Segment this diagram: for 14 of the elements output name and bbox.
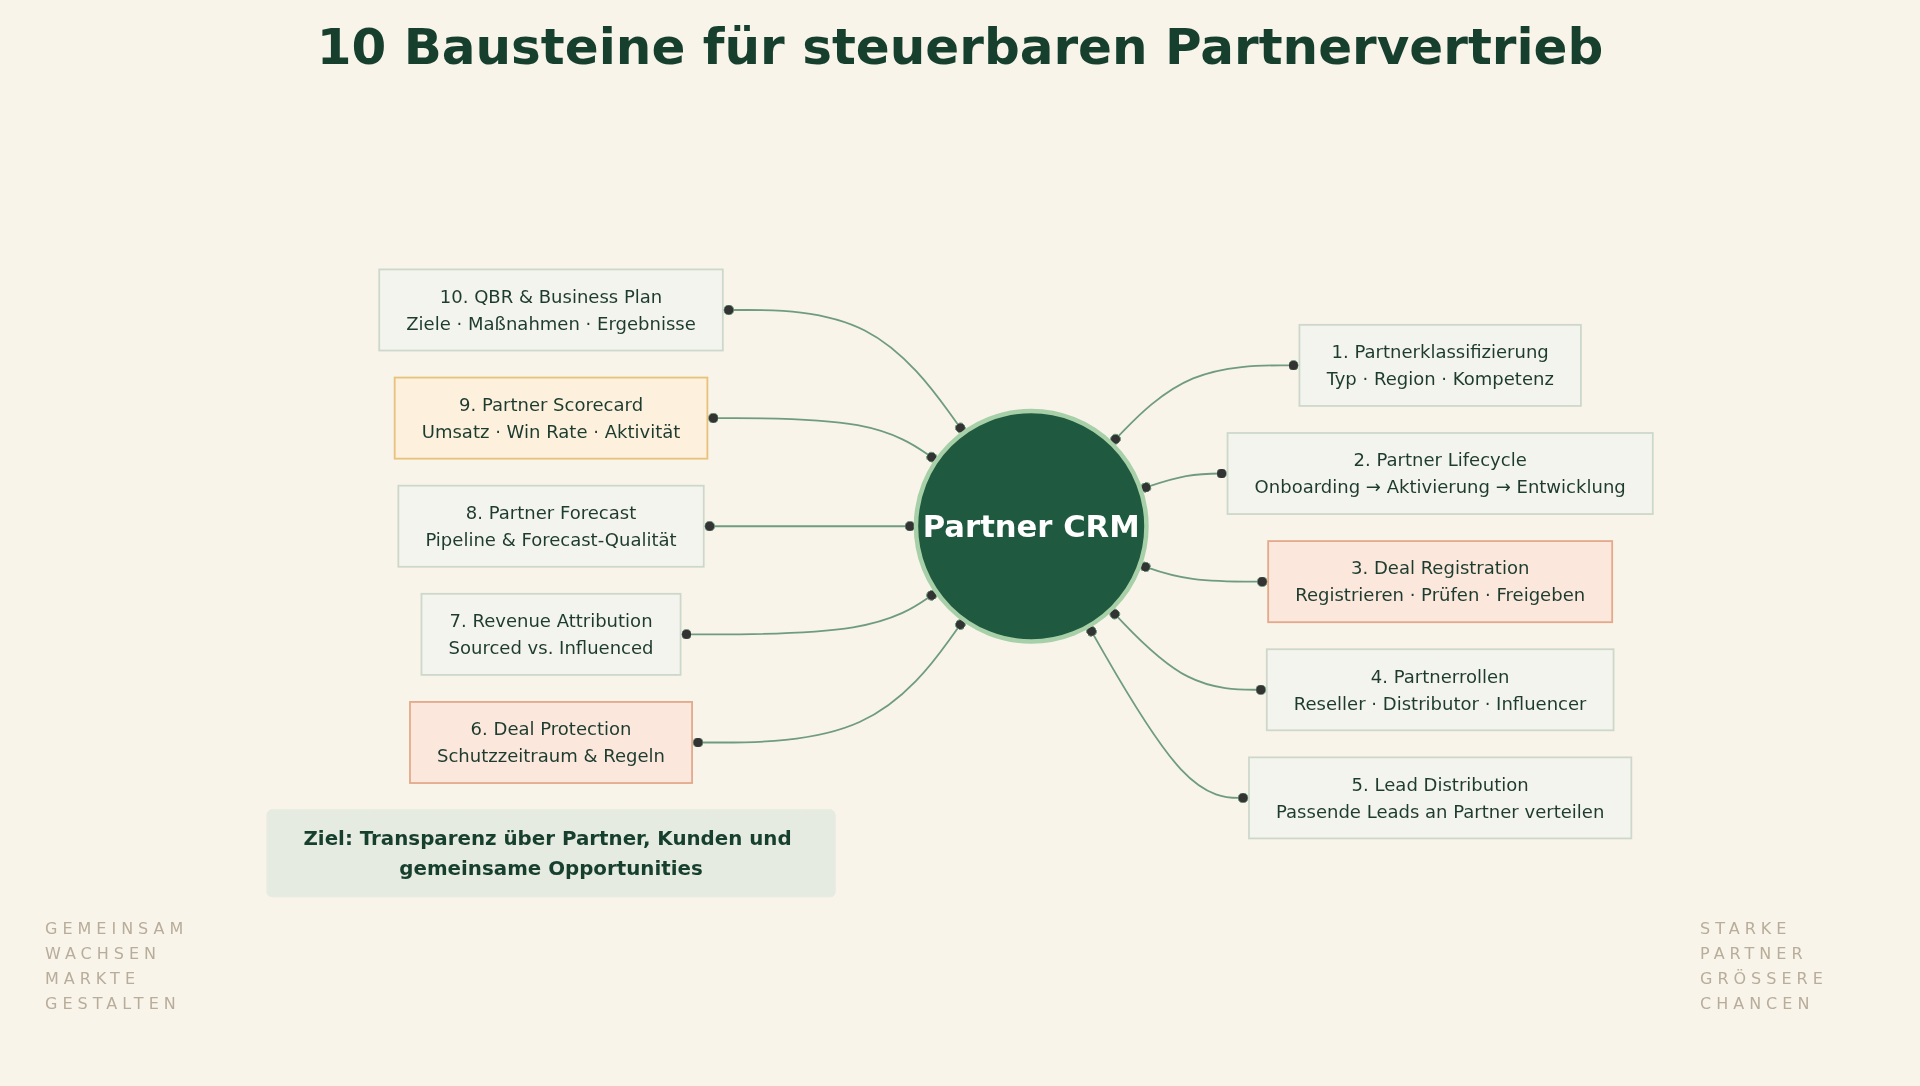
node-box: 6. Deal Protection Schutzzeitraum & Regeln (409, 701, 693, 784)
node-box: 9. Partner Scorecard Umsatz · Win Rate · Aktivität (393, 376, 709, 460)
node-box: 5. Lead Distribution Passende Leads an Partner verteilen (1248, 756, 1633, 840)
node-box: 10. QBR & Business Plan Ziele · Maßnahmen · Ergebnisse (378, 268, 724, 352)
node-box: 3. Deal Registration Registrieren · Prüfen · Freigeben (1267, 540, 1614, 624)
node-box: 8. Partner Forecast Pipeline & Forecast-Qualität (397, 484, 705, 568)
tagline: STARKE PARTNER GRÖSSERE CHANCEN (1700, 918, 1829, 1015)
node-box: 1. Partnerklassifizierung Typ · Region · Kompetenz (1298, 323, 1582, 407)
node-box: 7. Revenue Attribution Sourced vs. Influenced (420, 592, 682, 676)
title: 10 Bausteine für steuerbaren Partnervertrieb (315, 18, 1605, 76)
node-box: 4. Partnerrollen Reseller · Distributor · Influencer (1265, 648, 1615, 732)
node-box: 2. Partner Lifecycle Onboarding → Aktivierung → Entwicklung (1226, 432, 1654, 515)
tagline: GEMEINSAM WACHSEN MARKTE GESTALTEN (45, 918, 190, 1015)
node-circle: Partner CRM (913, 408, 1149, 644)
